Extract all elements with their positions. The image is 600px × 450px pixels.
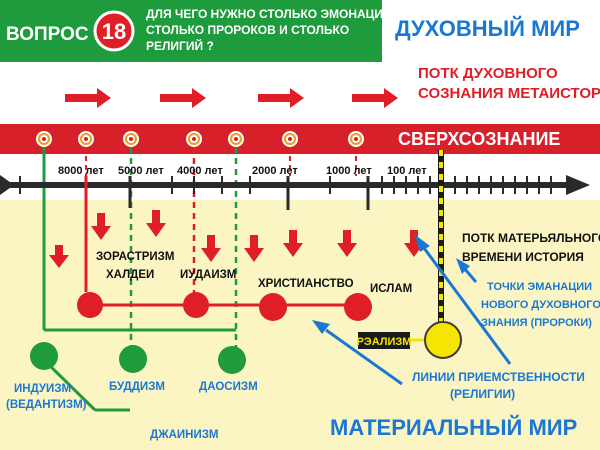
label-islam: ИСЛАМ	[370, 283, 412, 295]
spiritual-flow-label-line-1: ПОТК ДУХОВНОГО	[418, 65, 558, 82]
node-buddhism	[119, 345, 147, 373]
superconsciousness-banner	[0, 124, 600, 154]
pointer-arrow-emanation	[456, 258, 478, 283]
descend-arrow-5	[244, 235, 264, 262]
background-bottom	[0, 200, 600, 450]
question-text-line-2: СТОЛЬКО ПРОРОКОВ И СТОЛЬКО	[146, 23, 349, 37]
emanation-point-6	[282, 131, 298, 147]
red-continuity-lines	[84, 176, 358, 307]
node-realism	[424, 321, 462, 359]
tick-label-2000: 2000 лет	[252, 165, 298, 177]
emanation-point-2	[78, 131, 94, 147]
timeline-axis	[0, 175, 590, 210]
flow-arrow-top-2	[160, 88, 206, 108]
tick-label-5000: 5000 лет	[118, 165, 164, 177]
label-hinduism-line-2: (ВЕДАНТИЗМ)	[6, 399, 87, 411]
node-islam	[344, 293, 372, 321]
green-continuity-lines	[42, 192, 236, 412]
flow-arrow-top-3	[258, 88, 304, 108]
label-taoism: ДАОСИЗМ	[199, 381, 258, 393]
question-header-box	[0, 0, 382, 62]
node-judaism	[183, 292, 209, 318]
tick-label-8000: 8000 лет	[58, 165, 104, 177]
emanation-point-3	[123, 131, 139, 147]
material-flow-label-line-1: ПОТК МАТЕРЬЯЛЬНОГО	[462, 231, 600, 245]
emanation-label-line-2: НОВОГО ДУХОВНОГО	[481, 299, 600, 311]
descend-arrow-7	[337, 230, 357, 257]
label-hinduism-line-1: ИНДУИЗМ	[14, 383, 71, 395]
continuity-label-line-2: (РЕЛИГИИ)	[450, 387, 515, 401]
label-chaldeans: ХАЛДЕИ	[106, 269, 154, 281]
descend-arrow-6	[283, 230, 303, 257]
emanation-point-1	[36, 131, 52, 147]
tick-label-4000: 4000 лет	[177, 165, 223, 177]
material-world-title: МАТЕРИАЛЬНЫЙ МИР	[330, 415, 577, 440]
question-number-circle	[93, 10, 135, 52]
descend-arrow-3	[146, 210, 166, 237]
pointer-arrow-continuity-1	[312, 320, 403, 386]
tick-label-1000: 1000 лет	[326, 165, 372, 177]
spiritual-world-title: ДУХОВНЫЙ МИР	[395, 16, 580, 41]
question-label: ВОПРОС	[6, 24, 89, 45]
material-flow-label-line-2: ВРЕМЕНИ ИСТОРИЯ	[462, 250, 584, 264]
node-taoism	[218, 346, 246, 374]
label-zoroastrism: ЗОРАСТРИЗМ	[96, 251, 174, 263]
node-hinduism	[30, 342, 58, 370]
descend-arrow-2	[91, 213, 111, 240]
emanation-point-4	[186, 131, 202, 147]
emanation-point-7	[348, 131, 364, 147]
question-number: 18	[102, 19, 126, 44]
realism-label-box	[358, 332, 410, 349]
emanation-point-5	[228, 131, 244, 147]
spiritual-flow-label-line-2: СОЗНАНИЯ МЕТАИСТОРИЯ	[418, 85, 600, 102]
pointer-arrow-continuity-2	[414, 234, 512, 365]
node-zoroastrism	[77, 292, 103, 318]
descend-arrow-4	[201, 235, 221, 262]
realism-label: РЭАЛИЗМ	[357, 336, 412, 348]
descend-arrow-1	[49, 245, 69, 268]
question-text-line-1: ДЛЯ ЧЕГО НУЖНО СТОЛЬКО ЭМОНАЦИЙ	[146, 6, 392, 21]
label-jainism: ДЖАИНИЗМ	[150, 429, 219, 441]
question-text-line-3: РЕЛИГИЙ ?	[146, 38, 214, 53]
label-christianity: ХРИСТИАНСТВО	[258, 278, 354, 290]
flow-arrow-top-4	[352, 88, 398, 108]
emanation-label-line-3: ЗНАНИЯ (ПРОРОКИ)	[481, 317, 592, 329]
label-buddhism: БУДДИЗМ	[109, 381, 165, 393]
superconsciousness-label: СВЕРХСОЗНАНИЕ	[398, 129, 560, 149]
emanation-label-line-1: ТОЧКИ ЭМАНАЦИИ	[487, 281, 592, 293]
flow-arrow-top-1	[65, 88, 111, 108]
continuity-label-line-1: ЛИНИИ ПРИЕМСТВЕННОСТИ	[412, 370, 585, 384]
node-christianity	[259, 293, 287, 321]
label-judaism: ИУДАИЗМ	[180, 269, 236, 281]
tick-label-100: 100 лет	[387, 165, 427, 177]
